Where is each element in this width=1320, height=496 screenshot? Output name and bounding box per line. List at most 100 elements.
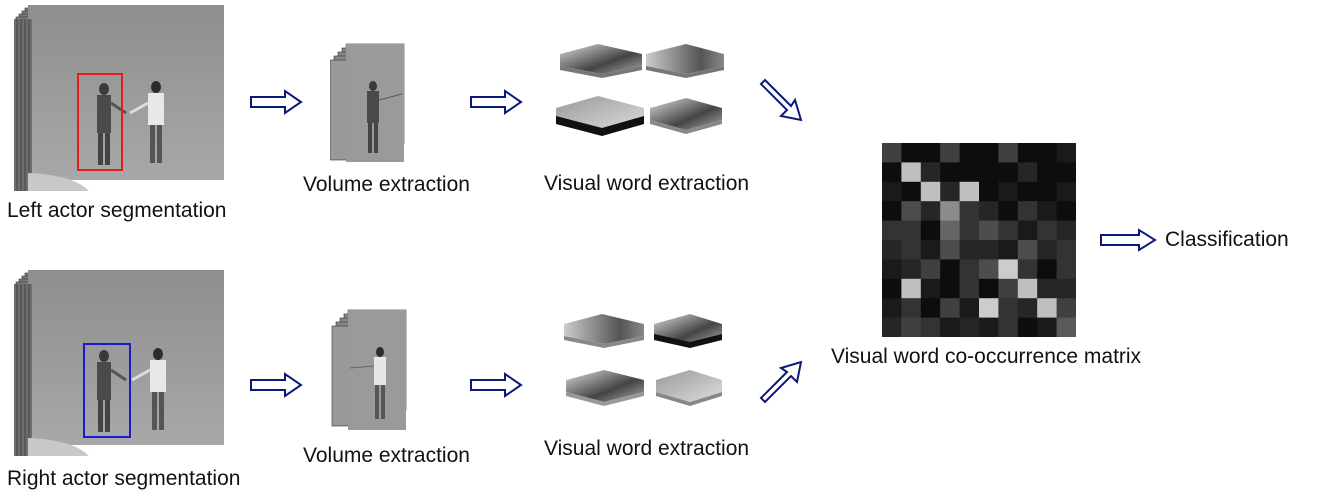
- matrix-label: Visual word co-occurrence matrix: [831, 345, 1142, 368]
- co-occurrence-matrix-grid: [882, 143, 1076, 337]
- matrix-cell: [998, 201, 1019, 222]
- matrix-cell: [882, 298, 902, 319]
- arrow-bottom-1: [249, 371, 305, 399]
- matrix-cell: [979, 181, 999, 202]
- matrix-cell: [940, 181, 961, 202]
- matrix-cell: [940, 201, 961, 222]
- matrix-cell: [882, 240, 902, 260]
- left-volume-stack: [330, 42, 410, 164]
- matrix-cell: [979, 220, 999, 241]
- matrix-cell: [1017, 317, 1038, 337]
- matrix-cell: [920, 143, 941, 163]
- matrix-cell: [920, 259, 941, 280]
- matrix-cell: [959, 143, 980, 163]
- matrix-cell: [920, 162, 941, 183]
- matrix-cell: [1037, 143, 1058, 163]
- matrix-cell: [1056, 181, 1076, 202]
- matrix-cell: [920, 278, 941, 299]
- matrix-cell: [1017, 259, 1038, 280]
- matrix-cell: [979, 201, 999, 222]
- matrix-cell: [1056, 201, 1076, 222]
- matrix-cell: [1037, 259, 1058, 280]
- matrix-cell: [1056, 317, 1076, 337]
- matrix-cell: [1017, 201, 1038, 222]
- top-volume-extraction-label: Volume extraction: [303, 173, 470, 196]
- matrix-cell: [920, 240, 941, 260]
- matrix-cell: [1056, 240, 1076, 260]
- matrix-cell: [1037, 317, 1058, 337]
- left-frame-stack-graphic: [14, 5, 224, 191]
- matrix-cell: [998, 220, 1019, 241]
- matrix-cell: [979, 298, 999, 319]
- matrix-cell: [882, 162, 902, 183]
- matrix-cell: [1017, 278, 1038, 299]
- matrix-cell: [979, 240, 999, 260]
- matrix-cell: [901, 259, 922, 280]
- matrix-cell: [901, 162, 922, 183]
- top-visual-words: [556, 40, 726, 150]
- matrix-cell: [998, 181, 1019, 202]
- arrow-bottom-2: [469, 371, 525, 399]
- matrix-cell: [998, 259, 1019, 280]
- matrix-cell: [979, 278, 999, 299]
- matrix-cell: [1037, 298, 1058, 319]
- matrix-cell: [920, 317, 941, 337]
- bottom-visual-words: [562, 310, 728, 420]
- matrix-cell: [1056, 220, 1076, 241]
- matrix-cell: [959, 240, 980, 260]
- matrix-cell: [959, 278, 980, 299]
- matrix-cell: [882, 278, 902, 299]
- matrix-cell: [1056, 143, 1076, 163]
- matrix-cell: [901, 317, 922, 337]
- matrix-cell: [1037, 181, 1058, 202]
- matrix-cell: [920, 220, 941, 241]
- arrow-to-classification: [1099, 227, 1159, 253]
- matrix-cell: [979, 259, 999, 280]
- matrix-cell: [1037, 162, 1058, 183]
- matrix-cell: [940, 278, 961, 299]
- matrix-cell: [940, 259, 961, 280]
- top-visual-word-extraction-label: Visual word extraction: [544, 172, 750, 195]
- matrix-cell: [901, 143, 922, 163]
- left-actor-bounding-box: [77, 73, 123, 171]
- right-volume-stack: [330, 308, 412, 432]
- matrix-cell: [1056, 162, 1076, 183]
- matrix-cell: [1017, 143, 1038, 163]
- matrix-cell: [1037, 201, 1058, 222]
- right-frame-stack: [14, 268, 226, 458]
- matrix-cell: [959, 162, 980, 183]
- matrix-cell: [901, 181, 922, 202]
- matrix-cell: [959, 317, 980, 337]
- matrix-cell: [1037, 240, 1058, 260]
- matrix-cell: [998, 278, 1019, 299]
- matrix-cell: [959, 220, 980, 241]
- matrix-cell: [882, 220, 902, 241]
- matrix-cell: [959, 201, 980, 222]
- matrix-cell: [998, 240, 1019, 260]
- matrix-cell: [979, 317, 999, 337]
- matrix-cell: [882, 201, 902, 222]
- matrix-cell: [1017, 181, 1038, 202]
- matrix-cell: [940, 298, 961, 319]
- matrix-cell: [959, 298, 980, 319]
- matrix-cell: [882, 317, 902, 337]
- matrix-cell: [1056, 298, 1076, 319]
- matrix-cell: [882, 143, 902, 163]
- arrow-diag-down: [757, 76, 807, 126]
- classification-label: Classification: [1165, 228, 1289, 251]
- left-actor-segmentation-label: Left actor segmentation: [7, 199, 227, 222]
- bottom-volume-extraction-label: Volume extraction: [303, 444, 470, 467]
- matrix-cell: [979, 162, 999, 183]
- matrix-cell: [920, 201, 941, 222]
- arrow-top-1: [249, 88, 305, 116]
- matrix-cell: [920, 181, 941, 202]
- matrix-cell: [998, 317, 1019, 337]
- matrix-cell: [1037, 278, 1058, 299]
- matrix-cell: [959, 181, 980, 202]
- matrix-cell: [1037, 220, 1058, 241]
- matrix-cell: [920, 298, 941, 319]
- matrix-cell: [1056, 278, 1076, 299]
- matrix-cell: [901, 201, 922, 222]
- matrix-cell: [901, 240, 922, 260]
- matrix-cell: [901, 220, 922, 241]
